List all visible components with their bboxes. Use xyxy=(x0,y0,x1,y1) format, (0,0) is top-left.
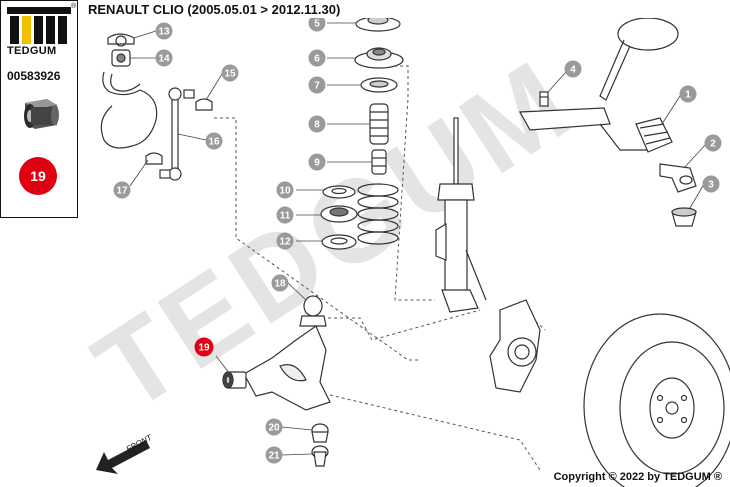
shock-absorber xyxy=(435,117,487,313)
callout-6[interactable]: 6 xyxy=(308,49,326,67)
callout-15-label: 15 xyxy=(224,69,236,80)
bearing-11 xyxy=(320,205,358,223)
spring-seat-12 xyxy=(321,234,357,250)
ball-joint-21 xyxy=(311,445,329,467)
ball-joint-boot-3 xyxy=(671,207,697,227)
callout-14[interactable]: 14 xyxy=(155,49,173,67)
leader-lines xyxy=(129,22,707,456)
brand-name: TEDGUM xyxy=(7,45,57,57)
callout-19[interactable]: 19 xyxy=(194,337,214,357)
part-number: 00583926 xyxy=(7,69,61,83)
spring-seat-10 xyxy=(322,185,356,199)
callout-18[interactable]: 18 xyxy=(271,274,289,292)
callout-11[interactable]: 11 xyxy=(276,206,294,224)
strut-mount-6 xyxy=(354,47,404,69)
callout-9[interactable]: 9 xyxy=(308,153,326,171)
callout-17-label: 17 xyxy=(116,186,128,197)
callout-3[interactable]: 3 xyxy=(702,175,720,193)
callout-13[interactable]: 13 xyxy=(155,22,173,40)
callout-20-label: 20 xyxy=(268,423,280,434)
tedgum-logo xyxy=(7,7,71,44)
stabilizer-bushing-14 xyxy=(111,49,131,67)
dust-boot-8 xyxy=(369,103,389,145)
front-arrow: FRONT xyxy=(96,432,154,474)
callout-14-label: 14 xyxy=(158,54,170,65)
product-info-panel: ® TEDGUM 00583926 19 xyxy=(0,0,78,218)
control-arm-bushing-18 xyxy=(299,295,327,327)
callout-8-label: 8 xyxy=(314,120,320,131)
strut-mount-5 xyxy=(355,18,401,32)
callout-21[interactable]: 21 xyxy=(265,446,283,464)
exploded-diagram: TEDGUM xyxy=(78,18,730,487)
callout-16[interactable]: 16 xyxy=(205,132,223,150)
lower-control-arm xyxy=(243,325,331,411)
callout-12-label: 12 xyxy=(279,237,291,248)
rack-boot-1 xyxy=(635,117,673,153)
callout-1[interactable]: 1 xyxy=(679,85,697,103)
callout-15[interactable]: 15 xyxy=(221,64,239,82)
control-arm-bushing-19 xyxy=(222,371,247,389)
anti-roll-bar xyxy=(100,71,158,149)
registered-mark: ® xyxy=(71,3,77,10)
callout-5[interactable]: 5 xyxy=(308,18,326,32)
callout-9-label: 9 xyxy=(314,158,320,169)
callout-18-label: 18 xyxy=(274,279,286,290)
callout-10-label: 10 xyxy=(279,186,291,197)
bushing-thumbnail xyxy=(24,99,59,129)
callout-3-label: 3 xyxy=(708,180,714,191)
callout-10[interactable]: 10 xyxy=(276,181,294,199)
stabilizer-clamp-13 xyxy=(107,33,135,47)
bearing-7 xyxy=(360,77,398,93)
vehicle-title: RENAULT CLIO (2005.05.01 > 2012.11.30) xyxy=(88,2,341,17)
callout-11-label: 11 xyxy=(280,211,291,222)
callout-6-label: 6 xyxy=(314,54,320,65)
callout-7[interactable]: 7 xyxy=(308,76,326,94)
steering-column xyxy=(519,18,679,151)
copyright-notice: Copyright © 2022 by TEDGUM ® xyxy=(553,471,722,483)
tie-rod-end-2 xyxy=(659,163,697,193)
callout-2[interactable]: 2 xyxy=(704,134,722,152)
callout-17[interactable]: 17 xyxy=(113,181,131,199)
callout-4[interactable]: 4 xyxy=(564,60,582,78)
selected-part-badge[interactable]: 19 xyxy=(19,157,57,195)
bump-stop-9 xyxy=(371,149,387,175)
callout-8[interactable]: 8 xyxy=(308,115,326,133)
callout-4-label: 4 xyxy=(570,65,576,76)
callout-21-label: 21 xyxy=(268,451,280,462)
callout-5-label: 5 xyxy=(314,19,320,30)
wheel xyxy=(583,313,730,487)
steering-knuckle xyxy=(489,299,541,393)
callout-13-label: 13 xyxy=(158,27,170,38)
drop-link xyxy=(145,87,213,181)
callout-7-label: 7 xyxy=(314,81,320,92)
callout-2-label: 2 xyxy=(710,139,716,150)
callout-16-label: 16 xyxy=(208,137,220,148)
ball-joint-20 xyxy=(311,423,329,443)
callout-12[interactable]: 12 xyxy=(276,232,294,250)
coil-spring xyxy=(357,183,399,245)
callout-20[interactable]: 20 xyxy=(265,418,283,436)
callout-19-label: 19 xyxy=(198,343,210,354)
callout-1-label: 1 xyxy=(685,90,691,101)
bolt-4 xyxy=(539,91,549,107)
